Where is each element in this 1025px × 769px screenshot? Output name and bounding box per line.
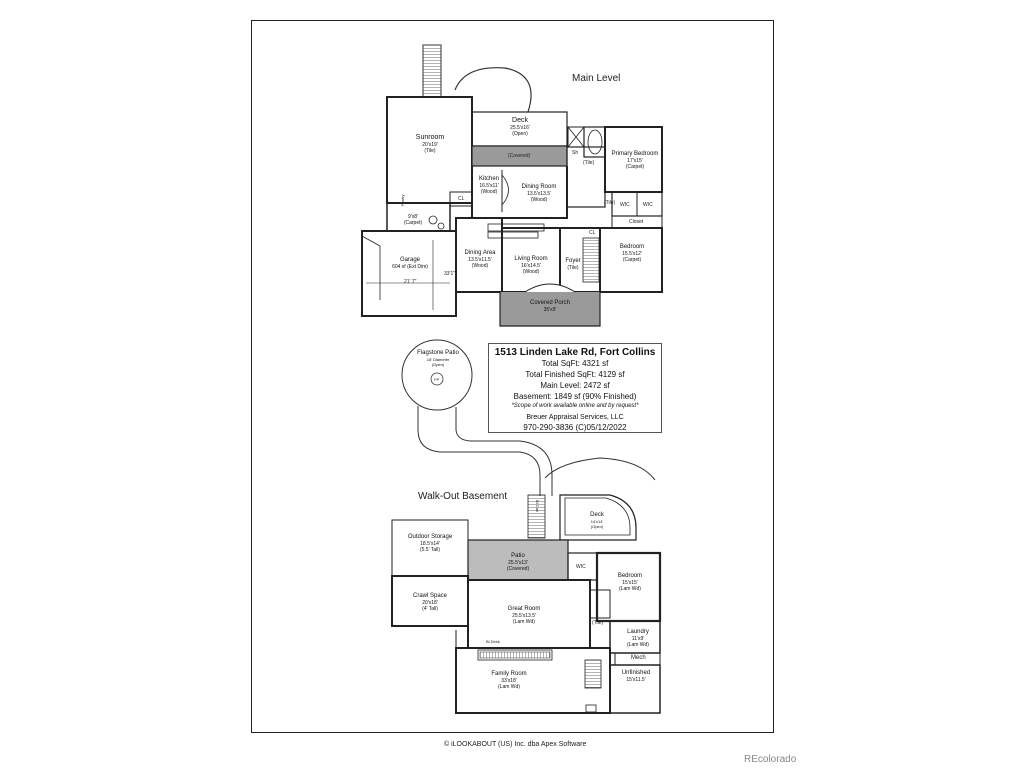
room-unfinished: Unfinished 15'x11.5'	[621, 670, 651, 683]
room-covered-porch: Covered Porch 35'x9'	[529, 300, 571, 313]
property-info-box: 1513 Linden Lake Rd, Fort Collins Total …	[488, 343, 662, 433]
room-dining-area: Dining Area 13.5'x11.5' (Wood)	[464, 250, 496, 269]
label-tile-bath-2: (Tile)	[604, 200, 616, 206]
label-bi-cab: BI Cab	[535, 500, 540, 513]
room-great-room: Great Room 25.5'x13.5' (Lam Wd)	[507, 606, 541, 625]
garage-depth: 33'1"	[444, 271, 456, 277]
room-bedroom-main: Bedroom 15.5'x12' (Carpet)	[619, 244, 645, 263]
copyright-footer: © iLOOKABOUT (US) Inc. dba Apex Software	[444, 741, 587, 748]
room-kitchen: Kitchen 16.5'x11' (Wood)	[478, 176, 499, 195]
main-level-plan	[361, 44, 663, 327]
room-bedroom-basement: Bedroom 15'x15' (Lam Wd)	[617, 573, 643, 592]
total-sqft: Total SqFt: 4321 sf	[541, 359, 609, 368]
label-wic-2: WIC	[643, 202, 653, 208]
company-name: Breuer Appraisal Services, LLC	[526, 414, 624, 421]
room-primary-bedroom: Primary Bedroom 17'x15' (Carpet)	[611, 151, 659, 170]
label-pantry: Pantry	[400, 194, 405, 206]
label-closet: Closet	[629, 219, 644, 225]
room-family-room: Family Room 33'x18' (Lam Wd)	[491, 671, 527, 690]
room-laundry: Laundry 11'x9' (Lam Wd)	[627, 629, 649, 648]
basement-sqft: Basement: 1849 sf (90% Finished)	[513, 392, 637, 401]
room-flagstone-patio: Flagstone Patio 18' Diameter (Open)	[417, 350, 459, 367]
label-tile-bath: (Tile)	[583, 160, 595, 166]
label-sh: Sh	[572, 150, 579, 156]
room-foyer: Foyer (Tile)	[565, 258, 581, 271]
basement-plan	[391, 494, 662, 714]
watermark: REcolorado	[744, 754, 797, 765]
label-wic-1: WIC	[620, 202, 630, 208]
main-level-title: Main Level	[572, 73, 621, 84]
main-level-sqft: Main Level: 2472 sf	[540, 381, 610, 390]
label-cl-main: CL	[458, 196, 465, 202]
company-contact: 970-290-3836 (C)05/12/2022	[523, 423, 627, 432]
property-address: 1513 Linden Lake Rd, Fort Collins	[494, 347, 656, 358]
label-wic-basement: WIC	[576, 564, 586, 570]
label-bi-desk: Bi Desk	[486, 639, 500, 644]
room-mech: Mech	[631, 655, 646, 661]
label-cl-foyer: CL	[589, 230, 596, 236]
room-garage: Garage 604 sf (Ext Dim)	[392, 257, 428, 270]
garage-width: 21' 7"	[404, 279, 417, 285]
room-deck-basement: Deck 14'x14' (Open)	[590, 512, 604, 529]
room-dining-room: Dining Room 13.5'x13.5' (Wood)	[521, 184, 557, 203]
room-deck-main: Deck 25.5'x16' (Open)	[510, 117, 530, 137]
room-living-room: Living Room 16'x14.5' (Wood)	[514, 256, 548, 275]
deck-covered-label: (Covered)	[508, 153, 531, 159]
room-outdoor-storage: Outdoor Storage 18.5'x14' (5.5' Tall)	[407, 534, 453, 553]
total-finished-sqft: Total Finished SqFt: 4129 sf	[525, 370, 625, 379]
room-crawl-space: Crawl Space 20'x18' (4' Tall)	[412, 593, 447, 612]
room-patio: Patio 25.5'x13' (Covered)	[506, 553, 530, 572]
label-tile-basement: (Tile)	[592, 620, 604, 626]
room-mud: 9'x8' (Carpet)	[403, 214, 423, 226]
basement-level-title: Walk-Out Basement	[418, 491, 508, 502]
scope-note: *Scope of work available online and by r…	[511, 403, 639, 409]
room-sunroom: Sunroom 20'x19' (Tile)	[415, 134, 445, 154]
flagstone-path	[401, 339, 656, 496]
fireplace-label: FP	[434, 377, 440, 382]
